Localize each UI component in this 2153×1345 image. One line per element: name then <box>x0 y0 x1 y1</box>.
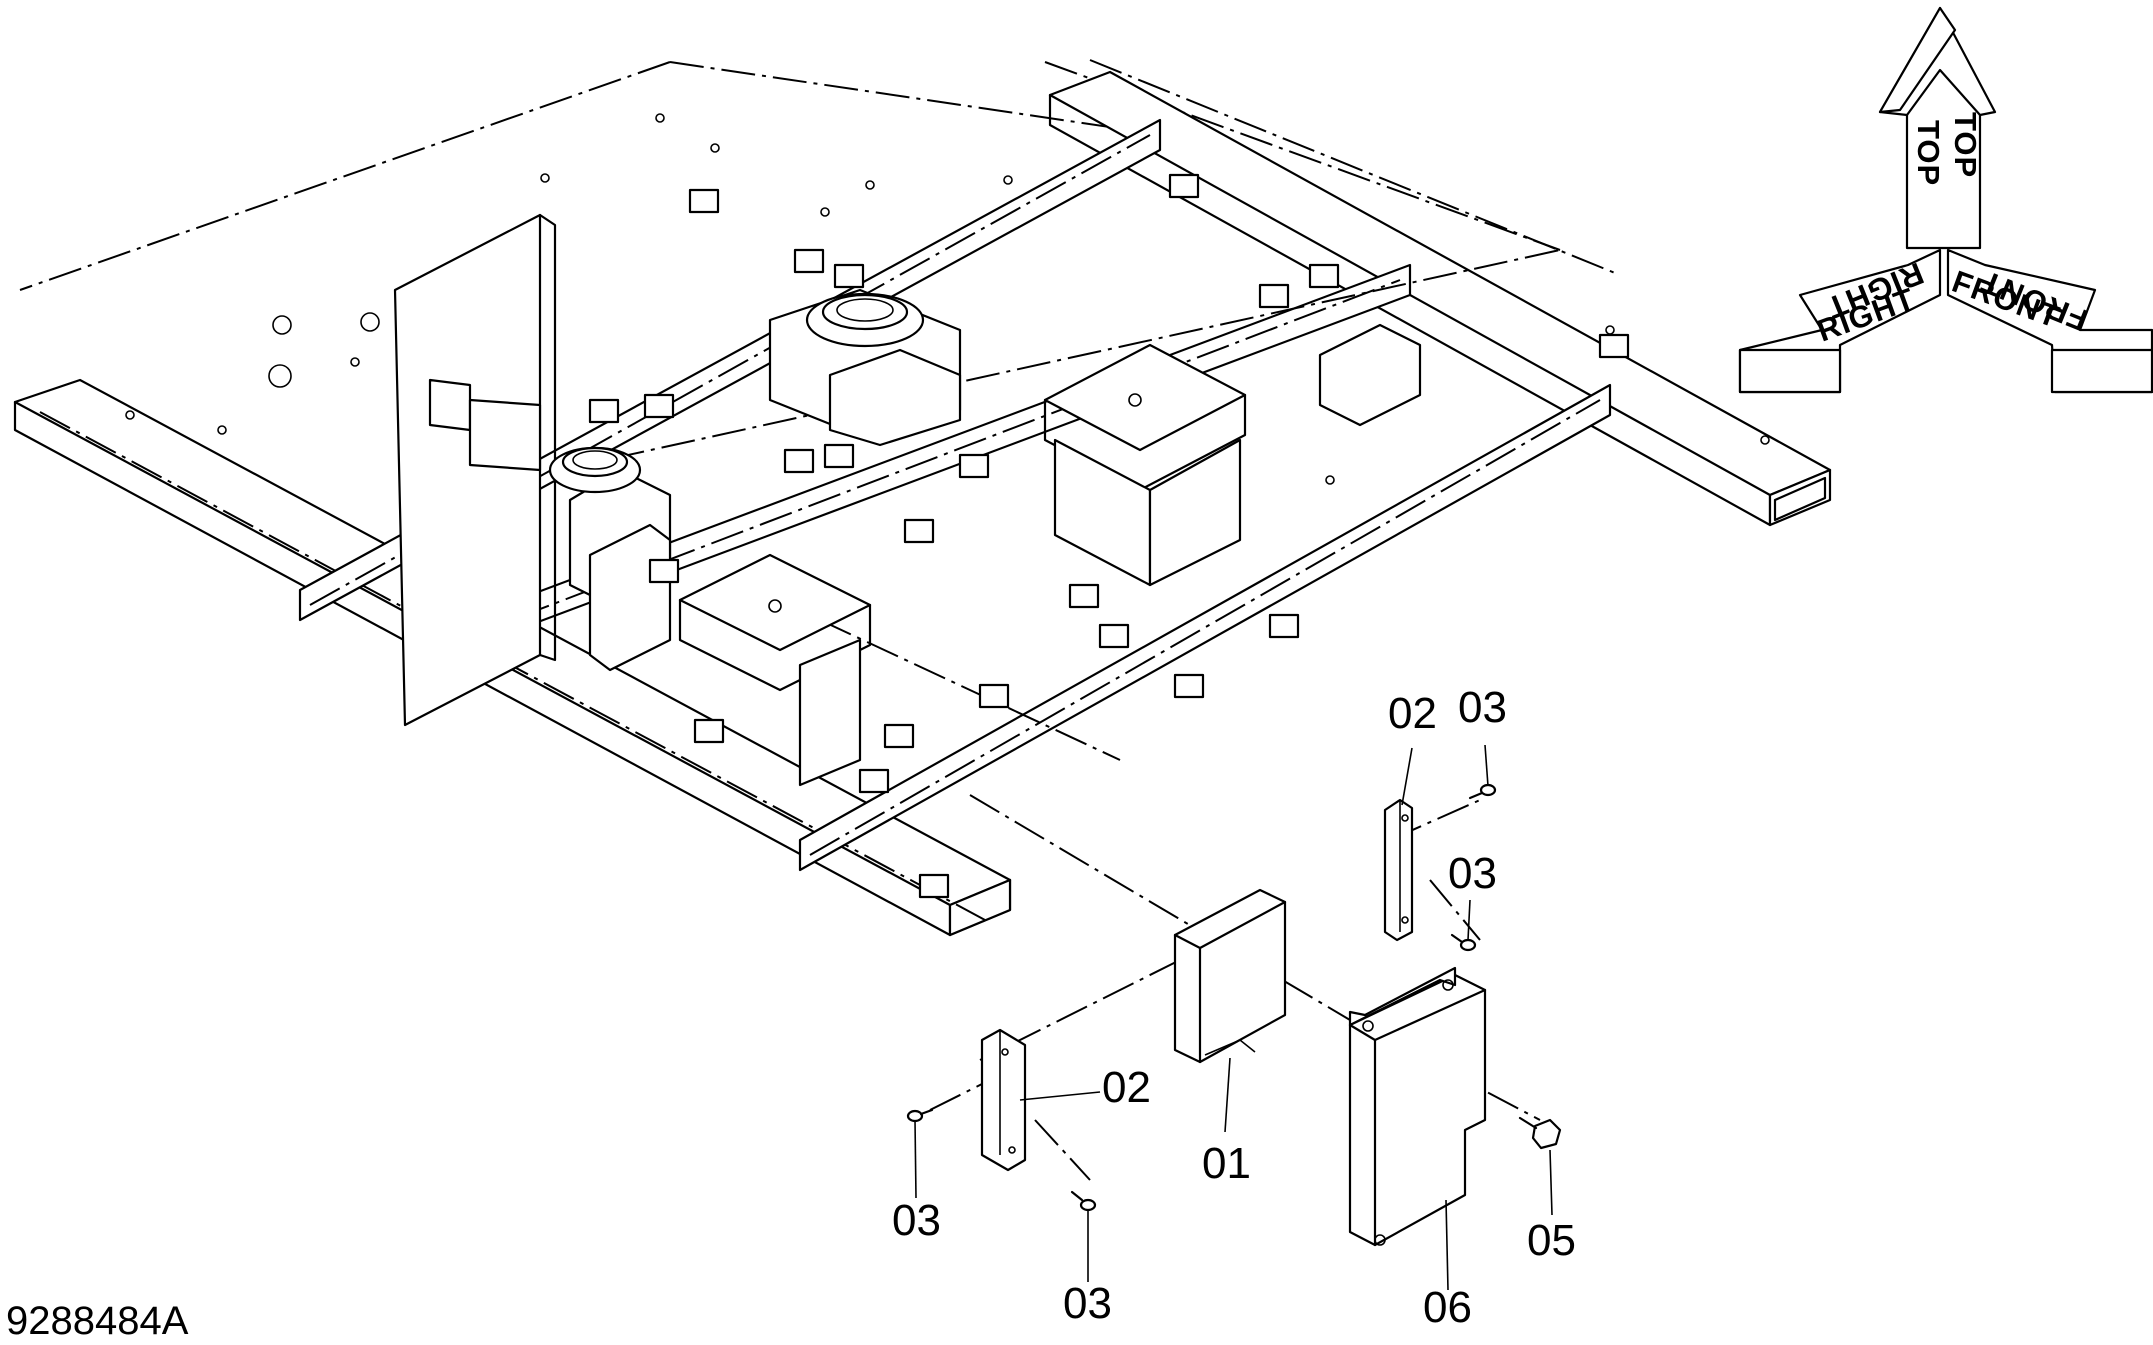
callout-01: 01 <box>1202 1139 1251 1188</box>
callout-03-bottom: 03 <box>1063 1279 1112 1328</box>
callout-03-mid: 03 <box>1448 849 1497 898</box>
part-01-controller <box>1173 888 1287 1064</box>
frame-assembly <box>13 59 1832 937</box>
bolt-05 <box>1518 1116 1562 1150</box>
floor-holes <box>125 113 1770 485</box>
screw-03-a <box>1468 783 1497 800</box>
screw-03-b <box>1450 933 1477 952</box>
callout-03-top: 03 <box>1458 683 1507 732</box>
clip-brackets <box>588 173 1630 899</box>
callout-02-top: 02 <box>1388 689 1437 738</box>
part-06-controller <box>1348 966 1487 1247</box>
part-02-bracket-lower <box>980 1028 1027 1172</box>
drawing-code: 9288484A <box>6 1299 189 1343</box>
callout-02-left: 02 <box>1102 1063 1151 1112</box>
leader-lines <box>914 744 1553 1291</box>
top-label-1: TOP <box>1911 120 1946 186</box>
top-label-2: TOP <box>1948 112 1983 178</box>
callout-05: 05 <box>1527 1216 1576 1265</box>
part-02-bracket-upper <box>1383 798 1414 942</box>
screw-03-c <box>906 1108 934 1123</box>
orientation-indicator: TOP TOP RIGHT RIGHT FRONT FRONT <box>1738 6 2153 394</box>
callout-06: 06 <box>1423 1283 1472 1332</box>
controller-parts: 02 03 03 02 01 03 03 05 06 <box>892 683 1576 1332</box>
callout-03-left: 03 <box>892 1196 941 1245</box>
screw-03-d <box>1070 1190 1097 1212</box>
